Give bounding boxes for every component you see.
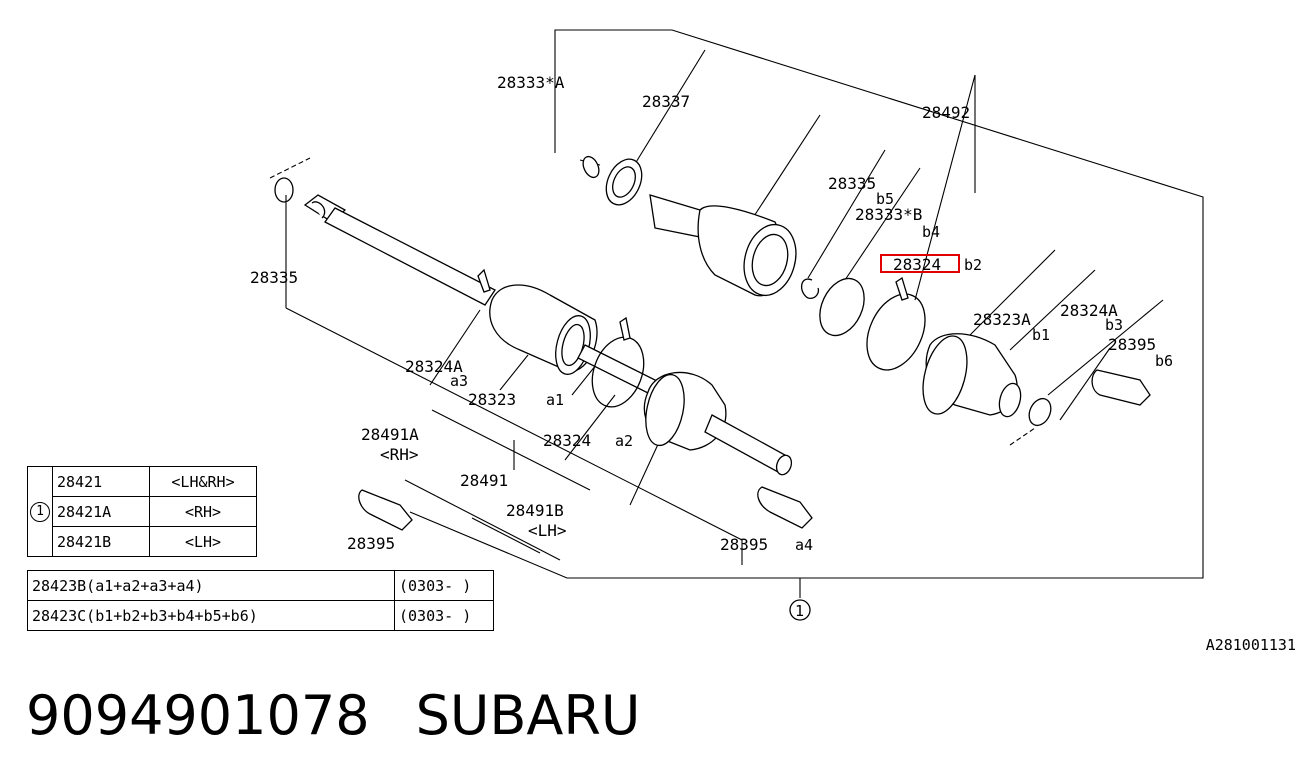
circle-1-marker [789,599,811,621]
kit-part-cell[interactable]: 28421A [52,496,150,527]
callout-28324-a2[interactable]: 28324 [543,431,591,450]
code-b4: b4 [922,223,940,241]
kit-side-cell: <LH> [149,526,257,557]
callout-28323-a1[interactable]: 28323 [468,390,516,409]
highlight-box [880,254,960,273]
set-date-cell: (0303- ) [394,600,494,631]
circle-1-icon: 1 [30,502,50,522]
callout-28333b[interactable]: 28333*B [855,205,922,224]
callout-28337[interactable]: 28337 [642,92,690,111]
set-desc-cell[interactable]: 28423B(a1+a2+a3+a4) [27,570,395,601]
callout-28491b[interactable]: 28491B [506,501,564,520]
table-row: 28423C(b1+b2+b3+b4+b5+b6) (0303- ) [27,600,494,631]
callout-28335[interactable]: 28335 [250,268,298,287]
callout-28335-b5[interactable]: 28335 [828,174,876,193]
code-b3: b3 [1105,316,1123,334]
image-code: A281001131 [1205,636,1296,654]
inner-joint-parts [358,155,1151,531]
kit-side-cell: <LH&RH> [149,466,257,497]
callout-28333a[interactable]: 28333*A [497,73,565,92]
code-a3: a3 [450,372,468,390]
set-date-cell: (0303- ) [394,570,494,601]
callout-28492[interactable]: 28492 [922,103,970,122]
callout-28395-b6[interactable]: 28395 [1108,335,1156,354]
callout-28324a-b3[interactable]: 28324A [1060,301,1118,320]
callout-28324a-a3[interactable]: 28324A [405,357,463,376]
circle-1-label: 1 [795,602,804,620]
code-b6: b6 [1155,352,1173,370]
kit-table: 1 28421 <LH&RH> 28421A <RH> 28421B <LH> [27,466,257,557]
kit-circle-cell: 1 [27,466,53,557]
set-table: 28423B(a1+a2+a3+a4) (0303- ) 28423C(b1+b… [27,570,494,631]
table-row: 1 28421 <LH&RH> [27,466,257,557]
label-rh: <RH> [380,445,419,464]
footer-title: 9094901078 SUBARU [26,684,686,747]
brand-name: SUBARU [415,684,641,747]
callout-28491[interactable]: 28491 [460,471,508,490]
drive-shaft-assembly [274,177,793,476]
callout-28491a[interactable]: 28491A [361,425,419,444]
table-row: 28421B <LH> [28,526,257,557]
code-b2: b2 [964,256,982,274]
code-a4: a4 [795,536,813,554]
callout-28323a-b1[interactable]: 28323A [973,310,1031,329]
part-number: 9094901078 [26,684,370,747]
assembly-boundary [409,29,1204,579]
table-row: 28423B(a1+a2+a3+a4) (0303- ) [27,570,494,601]
kit-part-cell[interactable]: 28421 [52,466,150,497]
callout-28395-a4[interactable]: 28395 [720,535,768,554]
kit-side-cell: <RH> [149,496,257,527]
code-b1: b1 [1032,326,1050,344]
callout-28324-b2[interactable]: 28324 [893,255,941,274]
label-lh: <LH> [528,521,567,540]
set-desc-cell[interactable]: 28423C(b1+b2+b3+b4+b5+b6) [27,600,395,631]
kit-part-cell[interactable]: 28421B [52,526,150,557]
code-b5: b5 [876,190,894,208]
code-a1: a1 [546,391,564,409]
code-a2: a2 [615,432,633,450]
callout-28395[interactable]: 28395 [347,534,395,553]
table-row: 28421A <RH> [28,496,257,527]
